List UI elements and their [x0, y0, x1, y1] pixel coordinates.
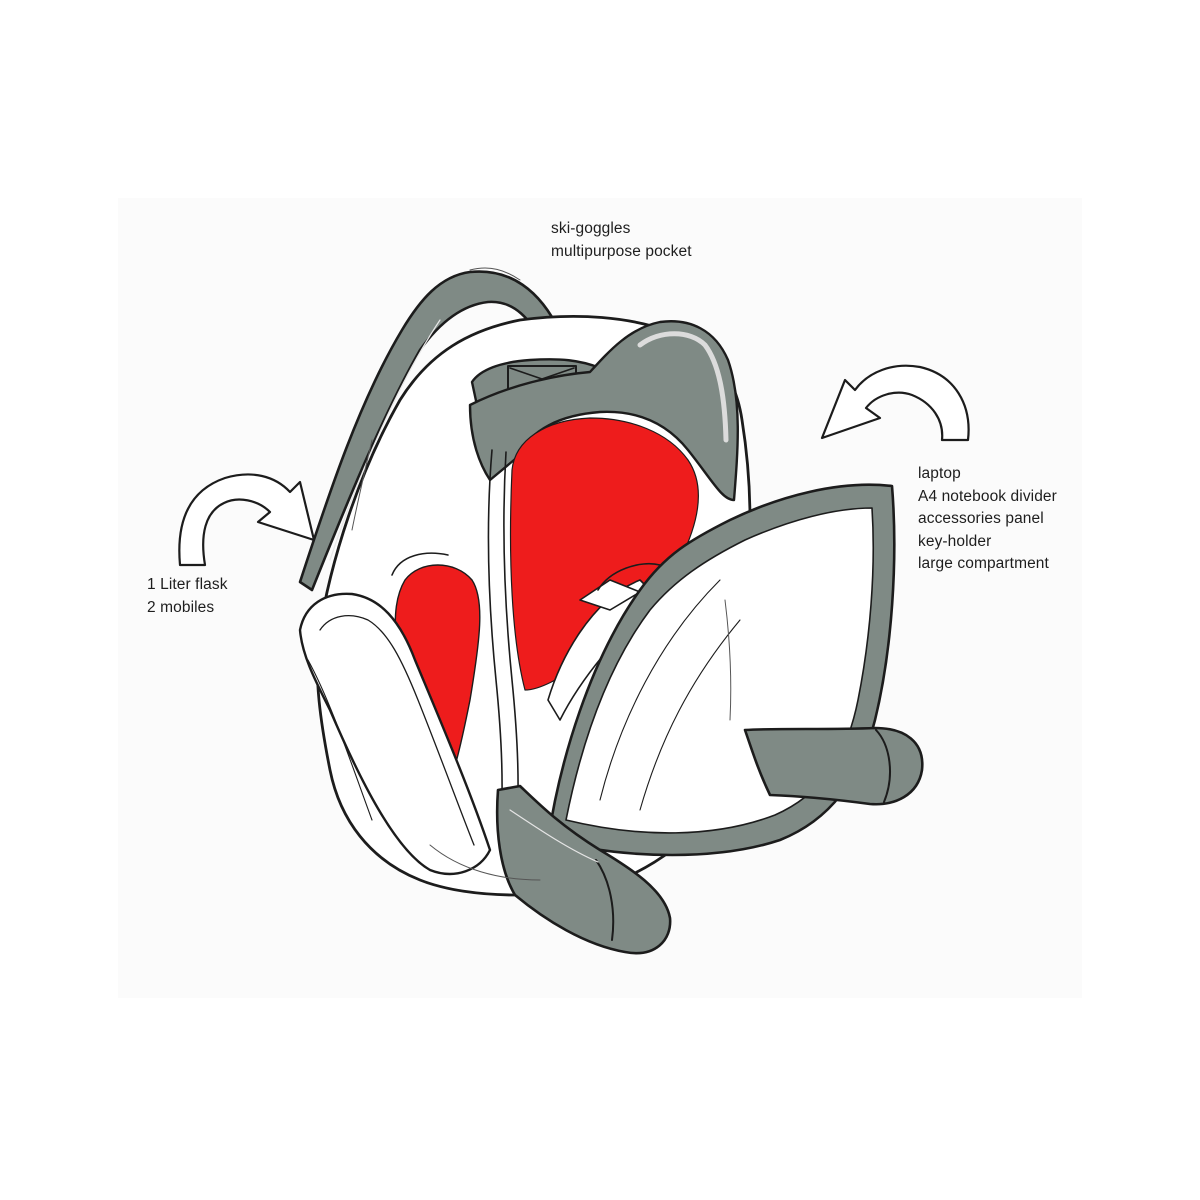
right-strap: [743, 726, 924, 806]
annotation-line: A4 notebook divider: [918, 487, 1057, 505]
annotation-line: accessories panel: [918, 510, 1044, 527]
side-pocket-flap: [298, 592, 492, 876]
annotation-line: multipurpose pocket: [551, 242, 692, 260]
sketch-hatching: [351, 267, 732, 881]
annotation-line: 1 Liter flask: [147, 576, 228, 593]
annotation-line: laptop: [918, 465, 961, 482]
rotate-right-arrow-icon: [820, 364, 970, 442]
annotation-line: large compartment: [918, 555, 1049, 572]
rotate-left-arrow-icon: [178, 473, 316, 567]
annotation-right: laptop A4 notebook divider accessories p…: [918, 463, 1057, 576]
annotation-top: ski-goggles multipurpose pocket: [551, 218, 692, 263]
hip-belt: [495, 784, 672, 955]
annotation-line: key-holder: [918, 532, 992, 550]
annotation-line: 2 mobiles: [147, 598, 215, 616]
annotation-line: ski-goggles: [551, 220, 631, 237]
annotation-left: 1 Liter flask 2 mobiles: [147, 574, 228, 619]
